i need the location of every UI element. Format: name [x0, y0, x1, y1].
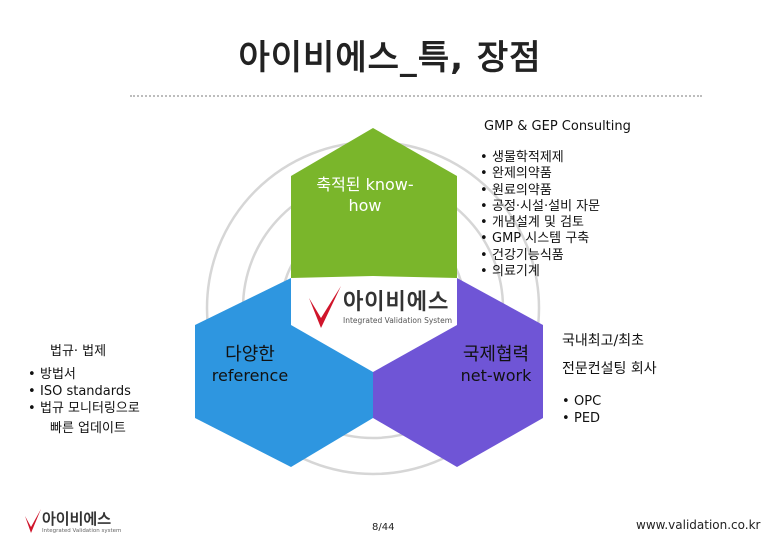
regulation-list: 방법서 ISO standards 법규 모니터링으로 — [28, 366, 140, 417]
top-company-subheading: 전문컨설팅 회사 — [562, 361, 657, 377]
page-number: 8/44 — [372, 522, 395, 533]
list-item: GMP 시스템 구축 — [480, 231, 600, 248]
checkmark-icon — [25, 509, 41, 533]
gmp-consulting-heading: GMP & GEP Consulting — [484, 119, 631, 134]
list-item: 의료기계 — [480, 264, 600, 281]
variety-line-2: reference — [211, 366, 289, 385]
logo-tagline: Integrated Validation System — [343, 316, 453, 325]
knowhow-line-2: how — [348, 196, 382, 215]
checkmark-icon — [309, 286, 341, 328]
network-label: 국제협력 net-work — [446, 340, 546, 385]
logo-wordmark: 아이비에스 — [343, 290, 450, 315]
list-item: 방법서 — [28, 366, 140, 383]
list-item: ISO standards — [28, 383, 140, 400]
variety-label: 다양한 reference — [196, 340, 304, 385]
list-item: 생물학적제제 — [480, 150, 600, 167]
regulation-list-continuation: 빠른 업데이트 — [50, 421, 126, 436]
list-item: 건강기능식품 — [480, 248, 600, 265]
gmp-service-list: 생물학적제제 완제의약품 원료의약품 공정·시설·설비 자문 개념설계 및 검토… — [480, 150, 600, 281]
knowhow-line-1: 축적된 know- — [316, 175, 414, 194]
regulation-heading: 법규· 법제 — [50, 344, 107, 359]
list-item: 완제의약품 — [480, 166, 600, 183]
title-divider — [130, 95, 702, 97]
website-url: www.validation.co.kr — [636, 518, 761, 532]
list-item: PED — [562, 410, 601, 427]
knowhow-label: 축적된 know- how — [300, 174, 430, 216]
top-company-heading: 국내최고/최초 — [562, 333, 644, 349]
list-item: 원료의약품 — [480, 183, 600, 200]
footer-logo-tagline: Integrated Validation system — [42, 528, 122, 534]
list-item: 공정·시설·설비 자문 — [480, 199, 600, 216]
company-logo: 아이비에스 Integrated Validation System — [307, 282, 477, 334]
network-line-1: 국제협력 — [462, 344, 530, 365]
footer-logo-wordmark: 아이비에스 — [42, 510, 112, 528]
network-line-2: net-work — [460, 366, 532, 385]
knowhow-panel — [291, 128, 457, 326]
footer-logo: 아이비에스 Integrated Validation system — [24, 508, 154, 536]
variety-line-1: 다양한 — [225, 344, 275, 365]
page-title: 아이비에스_특, 장점 — [238, 38, 542, 78]
list-item: OPC — [562, 393, 601, 410]
top-company-list: OPC PED — [562, 393, 601, 427]
list-item: 법규 모니터링으로 — [28, 400, 140, 417]
list-item: 개념설계 및 검토 — [480, 215, 600, 232]
